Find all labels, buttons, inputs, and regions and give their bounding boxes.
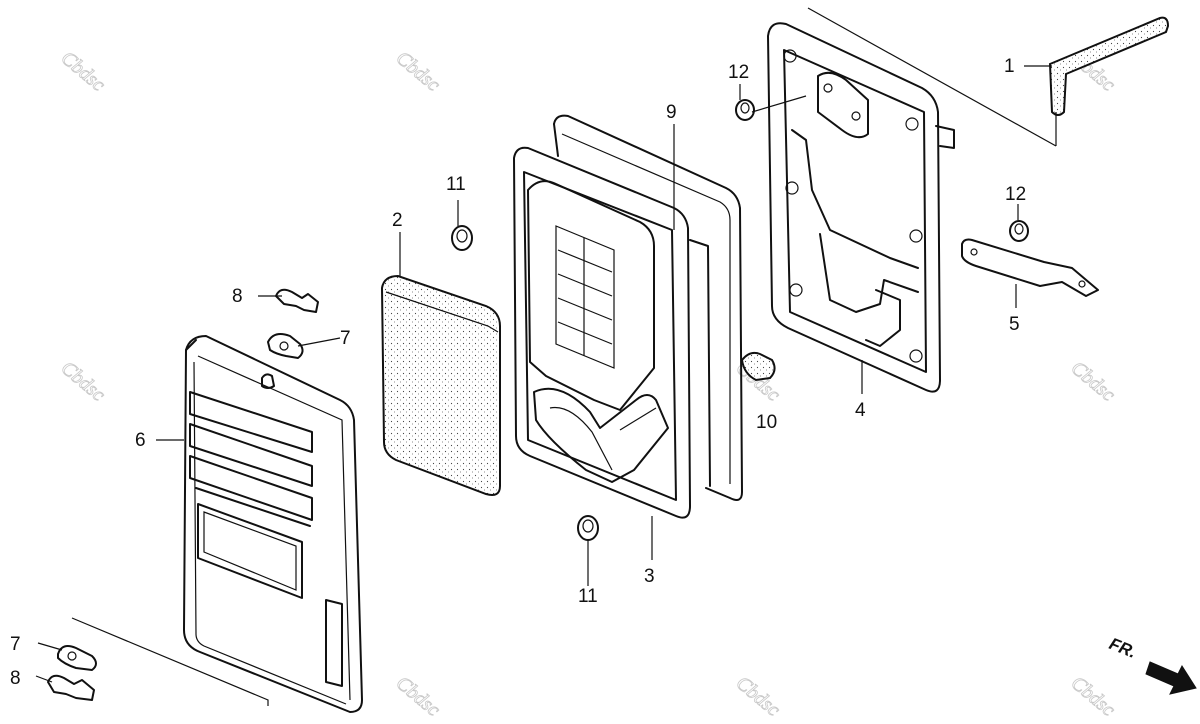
callout-8: 8	[10, 668, 21, 689]
front-arrow-icon	[1145, 661, 1197, 695]
part-10-collar[interactable]	[740, 351, 776, 382]
watermark: Cbdsc	[1067, 672, 1120, 721]
watermark: Cbdsc	[57, 357, 110, 406]
part-3-element-case[interactable]	[513, 146, 691, 519]
part-4-base[interactable]	[767, 22, 955, 393]
callout-3: 3	[644, 566, 655, 587]
watermark: Cbdsc	[1067, 357, 1120, 406]
callout-11: 11	[446, 174, 466, 195]
part-11-nut[interactable]	[577, 515, 599, 541]
callout-7: 7	[10, 634, 21, 655]
part-1-breather-tube[interactable]	[1048, 16, 1170, 116]
part-7-clip[interactable]	[57, 645, 97, 671]
part-2-foam-element[interactable]	[380, 274, 501, 496]
part-6-cover[interactable]	[183, 335, 363, 713]
part-9-gasket[interactable]	[553, 114, 743, 501]
watermark: Cbdsc	[392, 47, 445, 96]
watermark: Cbdsc	[732, 672, 785, 721]
part-12-nut[interactable]	[735, 99, 755, 121]
callout-8: 8	[232, 286, 243, 307]
callout-12: 12	[728, 62, 749, 83]
part-8-clip[interactable]	[275, 288, 319, 313]
part-7-clip[interactable]	[267, 333, 304, 359]
callout-4: 4	[855, 400, 866, 421]
part-12-nut[interactable]	[1009, 220, 1029, 242]
callout-7: 7	[340, 328, 351, 349]
callout-10: 10	[756, 412, 777, 433]
callout-5: 5	[1009, 314, 1020, 335]
callout-labels: 1 2 3 4 5 6 7 7 8 8 9 10 11 11 12 12	[10, 56, 1026, 689]
front-direction-label: FR.	[1107, 634, 1140, 662]
callout-9: 9	[666, 102, 677, 123]
part-8-clip[interactable]	[47, 674, 95, 701]
part-11-nut[interactable]	[451, 225, 473, 251]
callout-6: 6	[135, 430, 146, 451]
front-direction-indicator: FR.	[1107, 634, 1197, 695]
callout-11: 11	[578, 586, 598, 607]
callout-2: 2	[392, 210, 403, 231]
watermark-layer: Cbdsc Cbdsc Cbdsc Cbdsc Cbdsc Cbdsc Cbds…	[56, 47, 1120, 722]
watermark: Cbdsc	[57, 47, 110, 96]
leader-lines	[35, 7, 1057, 706]
watermark: Cbdsc	[392, 672, 445, 721]
callout-1: 1	[1004, 56, 1015, 77]
callout-12: 12	[1005, 184, 1026, 205]
part-5-bracket[interactable]	[961, 238, 1099, 297]
